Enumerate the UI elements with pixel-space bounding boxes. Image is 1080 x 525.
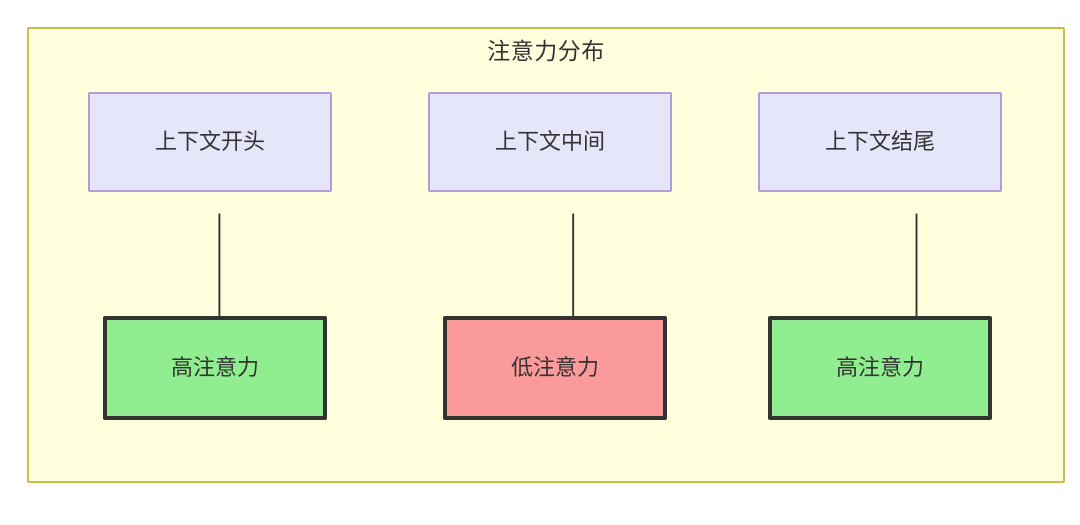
node-attention-middle[interactable]: 低注意力 xyxy=(443,316,667,420)
node-attention-end[interactable]: 高注意力 xyxy=(768,316,992,420)
node-attention-start[interactable]: 高注意力 xyxy=(103,316,327,420)
diagram-canvas: 注意力分布 上下文开头 上下文中间 上下文结尾 高注意力 低注意力 高注意力 xyxy=(27,27,1065,483)
node-context-middle[interactable]: 上下文中间 xyxy=(428,92,672,192)
node-context-start[interactable]: 上下文开头 xyxy=(88,92,332,192)
node-context-end[interactable]: 上下文结尾 xyxy=(758,92,1002,192)
node-context-middle-label: 上下文中间 xyxy=(494,129,605,154)
subgraph-title: 注意力分布 xyxy=(487,38,605,64)
node-attention-middle-label: 低注意力 xyxy=(510,355,599,380)
node-context-start-label: 上下文开头 xyxy=(154,129,265,154)
node-attention-start-label: 高注意力 xyxy=(170,355,259,380)
node-context-end-label: 上下文结尾 xyxy=(824,129,935,154)
node-attention-end-label: 高注意力 xyxy=(835,355,924,380)
